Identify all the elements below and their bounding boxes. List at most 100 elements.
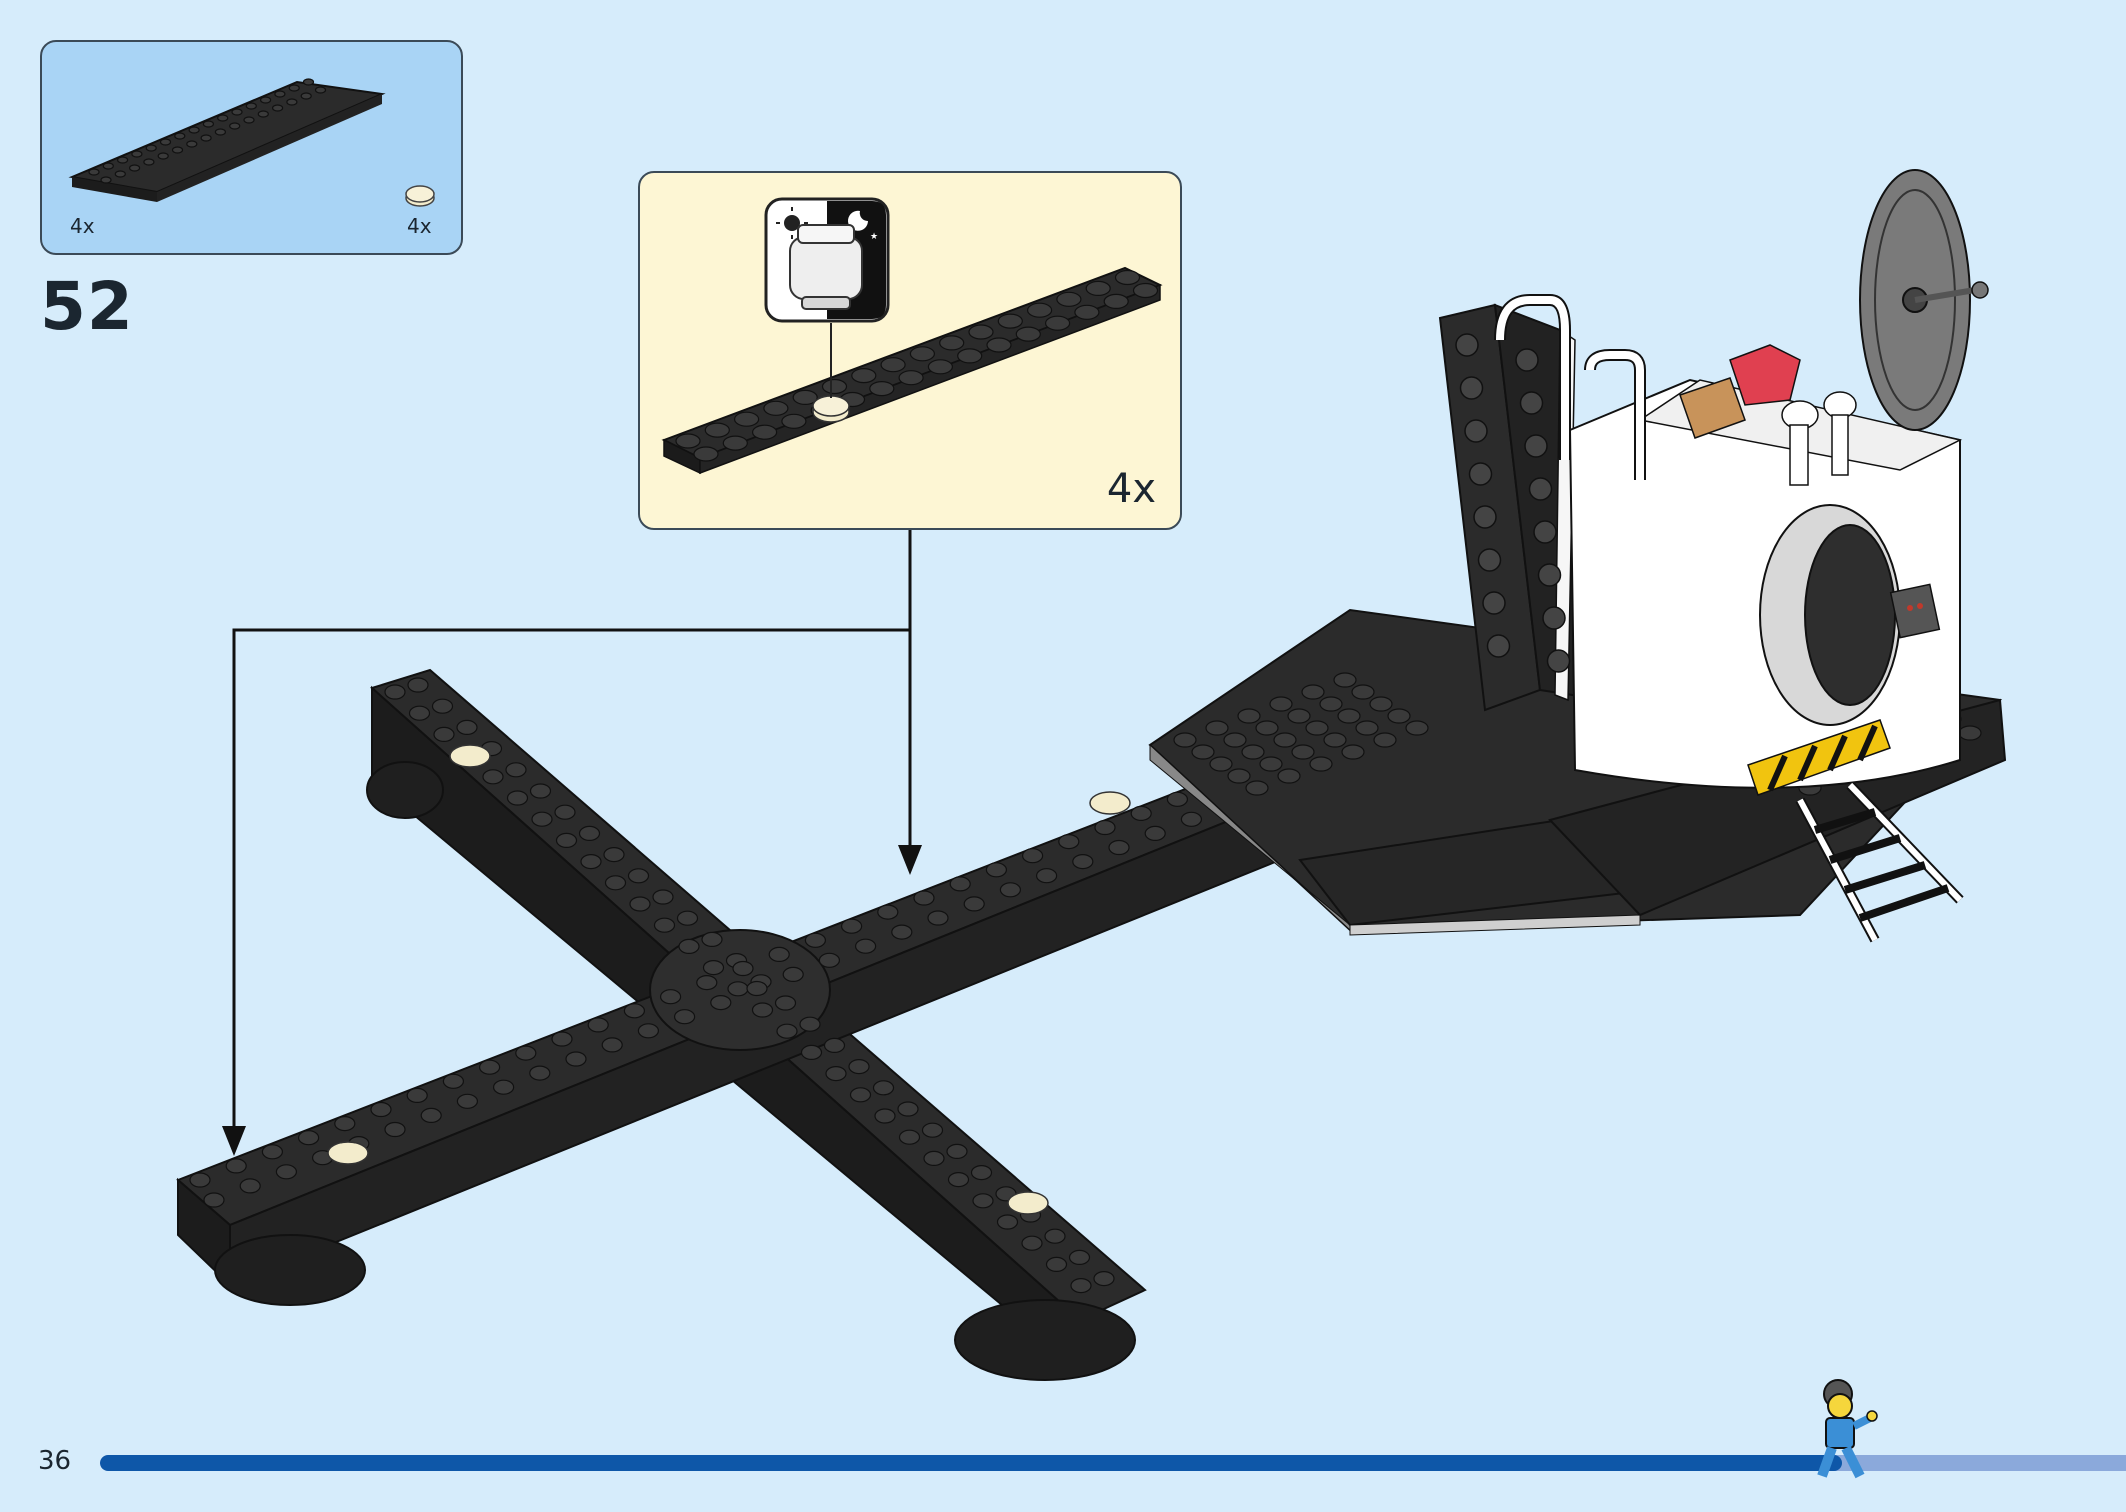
stud bbox=[275, 1164, 297, 1180]
stud bbox=[302, 78, 315, 86]
stud bbox=[456, 719, 478, 736]
stud bbox=[727, 981, 749, 997]
stud bbox=[872, 1080, 895, 1096]
stud bbox=[272, 104, 284, 112]
stud bbox=[1021, 1235, 1043, 1251]
stud bbox=[1021, 848, 1044, 864]
stud bbox=[997, 313, 1023, 329]
tan-round-tile-icon bbox=[405, 185, 435, 207]
stud bbox=[637, 1023, 660, 1039]
stud bbox=[985, 862, 1008, 878]
stud bbox=[1056, 291, 1082, 307]
stud bbox=[898, 1129, 921, 1145]
panel-hole bbox=[1524, 434, 1548, 458]
stud bbox=[145, 144, 157, 152]
stud bbox=[384, 1121, 406, 1138]
stud bbox=[1223, 732, 1247, 748]
stud bbox=[825, 1065, 847, 1082]
step-number: 52 bbox=[40, 268, 134, 345]
stud bbox=[100, 176, 112, 184]
stud bbox=[1355, 720, 1379, 736]
stud bbox=[776, 1023, 798, 1039]
stud bbox=[1237, 708, 1261, 724]
stud bbox=[529, 1065, 551, 1081]
stud bbox=[800, 1044, 823, 1061]
stud bbox=[555, 832, 578, 849]
stud bbox=[1072, 853, 1094, 870]
stud bbox=[851, 368, 877, 384]
stud bbox=[229, 122, 241, 130]
stud bbox=[733, 411, 760, 427]
parts-tile-quantity: 4x bbox=[407, 214, 432, 238]
stud bbox=[1323, 732, 1347, 748]
stud bbox=[1027, 302, 1053, 318]
stud bbox=[578, 825, 601, 842]
stud bbox=[927, 359, 953, 375]
stud bbox=[848, 1058, 870, 1075]
stud bbox=[1045, 1256, 1068, 1273]
stud bbox=[407, 677, 429, 693]
stud bbox=[554, 804, 576, 820]
stud bbox=[678, 938, 700, 955]
stud bbox=[314, 86, 327, 94]
stud bbox=[673, 1009, 696, 1025]
stud bbox=[653, 917, 676, 933]
stud bbox=[288, 84, 300, 92]
progress-bar-fill bbox=[100, 1455, 1843, 1471]
stud bbox=[214, 128, 226, 136]
stud bbox=[551, 1031, 573, 1047]
stud bbox=[693, 446, 719, 462]
stud bbox=[257, 110, 269, 118]
stud bbox=[1245, 780, 1269, 796]
panel-hole bbox=[1473, 505, 1497, 529]
cross-base bbox=[176, 668, 1282, 1381]
panel-hole bbox=[1528, 477, 1553, 501]
stud bbox=[1255, 720, 1279, 736]
stud bbox=[849, 1087, 872, 1103]
stud bbox=[1309, 756, 1333, 772]
stud bbox=[188, 126, 200, 134]
progress-bar bbox=[100, 1455, 2126, 1471]
stud bbox=[442, 1073, 464, 1089]
stud bbox=[433, 726, 455, 743]
white-capsule bbox=[1568, 378, 1963, 796]
stud bbox=[1287, 708, 1311, 724]
stud bbox=[1351, 684, 1375, 700]
stud bbox=[627, 868, 650, 884]
stud bbox=[732, 960, 754, 977]
stud bbox=[898, 370, 924, 386]
stud bbox=[970, 1164, 993, 1181]
stud bbox=[751, 424, 778, 440]
stud bbox=[202, 120, 214, 128]
stud bbox=[1144, 825, 1166, 842]
stud bbox=[1044, 1228, 1066, 1244]
panel-hole bbox=[1464, 419, 1488, 443]
stud bbox=[531, 811, 553, 827]
stud bbox=[1301, 684, 1325, 700]
stud bbox=[629, 896, 651, 912]
stud bbox=[334, 1115, 356, 1132]
stud bbox=[768, 946, 790, 963]
stud bbox=[114, 170, 126, 178]
stud bbox=[493, 1079, 515, 1095]
stud bbox=[406, 1087, 428, 1104]
stud bbox=[601, 1037, 623, 1053]
panel-hole bbox=[1459, 376, 1484, 400]
stud bbox=[1070, 1277, 1092, 1294]
stud bbox=[479, 1059, 501, 1075]
stud bbox=[157, 152, 169, 160]
stud bbox=[1068, 1249, 1091, 1266]
stud bbox=[128, 164, 141, 172]
stud bbox=[1958, 725, 1982, 741]
stud bbox=[874, 1108, 896, 1124]
svg-text:★: ★ bbox=[852, 211, 861, 222]
stud bbox=[274, 90, 286, 98]
stud bbox=[704, 422, 730, 438]
stud bbox=[804, 932, 827, 948]
stud bbox=[456, 1093, 478, 1109]
stud bbox=[947, 1171, 970, 1188]
stud bbox=[159, 138, 172, 146]
stud bbox=[565, 1051, 587, 1067]
stud bbox=[1291, 744, 1315, 760]
black-plate-icon bbox=[68, 78, 386, 202]
